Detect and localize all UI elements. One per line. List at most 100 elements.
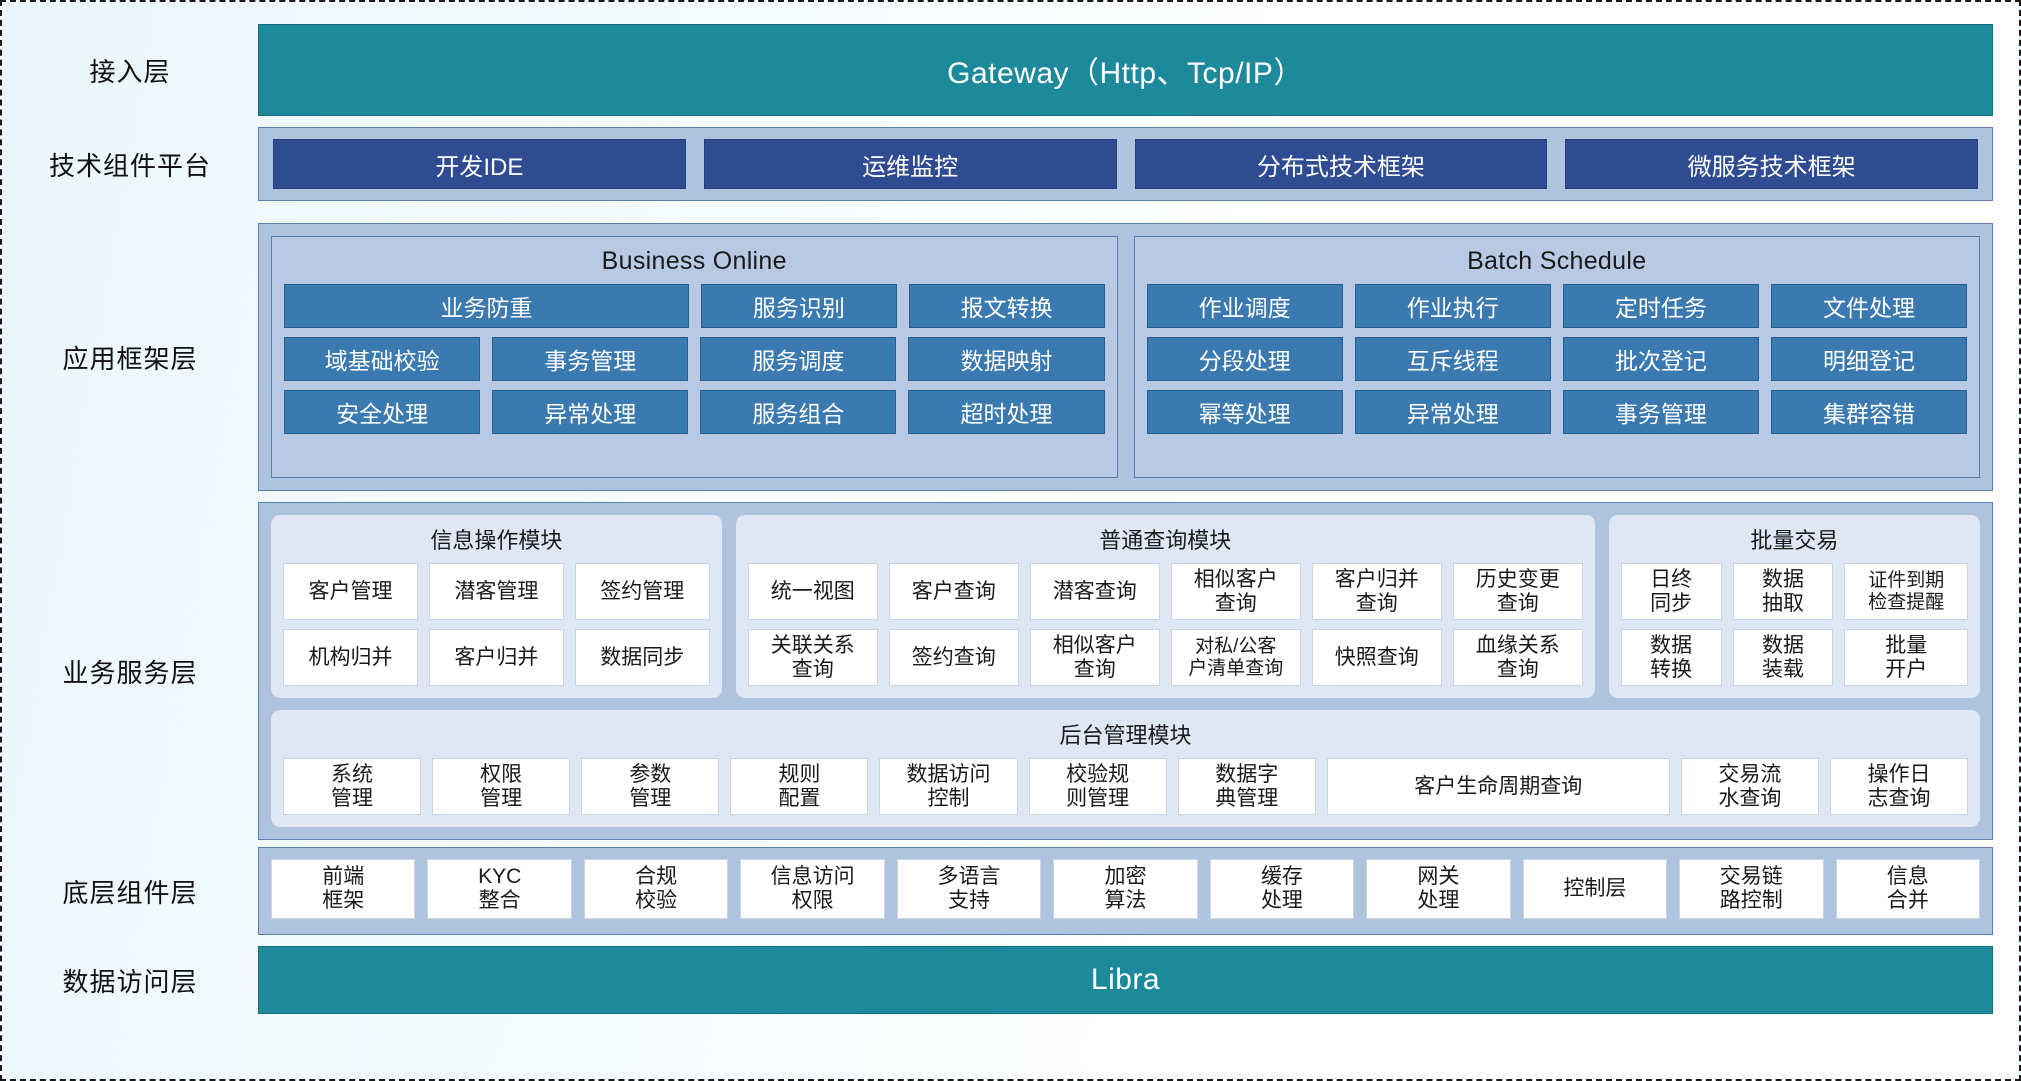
chip-data-mapping[interactable]: 数据映射 bbox=[908, 337, 1105, 381]
chip-customer-query[interactable]: 客户查询 bbox=[888, 563, 1019, 620]
chip-transaction-flow-query[interactable]: 交易流 水查询 bbox=[1680, 758, 1819, 815]
chip-file-processing[interactable]: 文件处理 bbox=[1770, 284, 1967, 328]
chip-org-merge[interactable]: 机构归并 bbox=[283, 629, 418, 686]
chip-customer-merge-query[interactable]: 客户归并 查询 bbox=[1311, 563, 1442, 620]
chip-customer-lifecycle-query[interactable]: 客户生命周期查询 bbox=[1326, 758, 1670, 815]
chip-business-dedupe[interactable]: 业务防重 bbox=[284, 284, 689, 328]
chip-segment-processing[interactable]: 分段处理 bbox=[1146, 337, 1343, 381]
chip-service-identify[interactable]: 服务识别 bbox=[701, 284, 897, 328]
chip-data-dictionary-management[interactable]: 数据字 典管理 bbox=[1177, 758, 1316, 815]
chip-data-sync[interactable]: 数据同步 bbox=[574, 629, 710, 686]
access-layer-body: Gateway（Http、Tcp/IP） bbox=[258, 24, 2019, 116]
chip-mutex-thread[interactable]: 互斥线程 bbox=[1354, 337, 1551, 381]
chip-id-expiry-reminder[interactable]: 证件到期 检查提醒 bbox=[1844, 563, 1968, 620]
admin-module-row: 系统 管理 权限 管理 参数 管理 规则 配置 数据访问 控制 校验规 则管理 … bbox=[283, 758, 1969, 815]
chip-detail-registration[interactable]: 明细登记 bbox=[1770, 337, 1967, 381]
chip-transaction-management[interactable]: 事务管理 bbox=[492, 337, 689, 381]
business-online-row-1: 业务防重 服务识别 报文转换 bbox=[284, 284, 1105, 328]
chip-customer-management[interactable]: 客户管理 bbox=[283, 563, 418, 620]
chip-relationship-query[interactable]: 关联关系 查询 bbox=[747, 629, 878, 686]
chip-cache-processing[interactable]: 缓存 处理 bbox=[1209, 859, 1355, 919]
chip-service-dispatch[interactable]: 服务调度 bbox=[700, 337, 897, 381]
data-layer-row: 数据访问层 Libra bbox=[2, 946, 2019, 1014]
libra-bar[interactable]: Libra bbox=[258, 946, 1993, 1014]
chip-system-management[interactable]: 系统 管理 bbox=[283, 758, 422, 815]
chip-contract-management[interactable]: 签约管理 bbox=[574, 563, 710, 620]
chip-service-composition[interactable]: 服务组合 bbox=[700, 390, 897, 434]
chip-similar-customer-query-1[interactable]: 相似客户 查询 bbox=[1170, 563, 1301, 620]
chip-operation-log-query[interactable]: 操作日 志查询 bbox=[1829, 758, 1969, 815]
chip-lineage-relation-query[interactable]: 血缘关系 查询 bbox=[1452, 629, 1583, 686]
chip-exception-processing-bs[interactable]: 异常处理 bbox=[1354, 390, 1551, 434]
chip-exception-processing-bo[interactable]: 异常处理 bbox=[492, 390, 689, 434]
card-admin-module: 后台管理模块 系统 管理 权限 管理 参数 管理 规则 配置 数据访问 控制 校… bbox=[271, 710, 1980, 827]
chip-permission-management[interactable]: 权限 管理 bbox=[432, 758, 571, 815]
business-service-band: 信息操作模块 客户管理 潜客管理 签约管理 机构归并 客户归并 数据同步 bbox=[258, 502, 1993, 840]
chip-rule-configuration[interactable]: 规则 配置 bbox=[730, 758, 869, 815]
batch-transaction-grid: 日终 同步 数据 抽取 证件到期 检查提醒 数据 转换 数据 装载 批量 开户 bbox=[1620, 563, 1968, 686]
chip-prospect-query[interactable]: 潜客查询 bbox=[1029, 563, 1160, 620]
general-query-grid: 统一视图 客户查询 潜客查询 相似客户 查询 客户归并 查询 历史变更 查询 关… bbox=[747, 563, 1583, 686]
chip-unified-view[interactable]: 统一视图 bbox=[747, 563, 878, 620]
tech-platform-row: 技术组件平台 开发IDE 运维监控 分布式技术框架 微服务技术框架 bbox=[2, 127, 2019, 201]
layer-label-access: 接入层 bbox=[89, 56, 171, 87]
chip-timeout-processing[interactable]: 超时处理 bbox=[908, 390, 1105, 434]
chip-encryption-algorithm[interactable]: 加密 算法 bbox=[1053, 859, 1198, 919]
app-framework-row: 应用框架层 Business Online 业务防重 服务识别 报文转换 域基础… bbox=[2, 223, 2019, 491]
tech-chip-microservice-framework[interactable]: 微服务技术框架 bbox=[1565, 139, 1978, 189]
chip-frontend-framework[interactable]: 前端 框架 bbox=[271, 859, 416, 919]
chip-data-extract[interactable]: 数据 抽取 bbox=[1732, 563, 1834, 620]
chip-job-execute[interactable]: 作业执行 bbox=[1354, 284, 1551, 328]
layer-label-tech-platform: 技术组件平台 bbox=[48, 150, 211, 181]
tech-chip-dev-ide[interactable]: 开发IDE bbox=[273, 139, 686, 189]
chip-parameter-management[interactable]: 参数 管理 bbox=[581, 758, 720, 815]
spacer bbox=[2, 201, 2019, 223]
chip-multilanguage-support[interactable]: 多语言 支持 bbox=[896, 859, 1042, 919]
layer-label-app-framework: 应用框架层 bbox=[62, 343, 198, 374]
chip-prospect-management[interactable]: 潜客管理 bbox=[428, 563, 564, 620]
chip-control-layer[interactable]: 控制层 bbox=[1522, 859, 1668, 919]
group-batch-schedule: Batch Schedule 作业调度 作业执行 定时任务 文件处理 分段处理 … bbox=[1133, 236, 1980, 478]
tech-platform-body: 开发IDE 运维监控 分布式技术框架 微服务技术框架 bbox=[258, 127, 2019, 201]
chip-snapshot-query[interactable]: 快照查询 bbox=[1311, 629, 1442, 686]
chip-info-merge[interactable]: 信息 合并 bbox=[1835, 859, 1980, 919]
chip-data-load[interactable]: 数据 装载 bbox=[1732, 629, 1834, 686]
chip-security-processing[interactable]: 安全处理 bbox=[284, 390, 481, 434]
chip-history-change-query[interactable]: 历史变更 查询 bbox=[1452, 563, 1583, 620]
layer-label-business-service: 业务服务层 bbox=[62, 657, 198, 688]
chip-job-schedule[interactable]: 作业调度 bbox=[1146, 284, 1343, 328]
chip-contract-query[interactable]: 签约查询 bbox=[888, 629, 1019, 686]
chip-cluster-fault-tolerance[interactable]: 集群容错 bbox=[1770, 390, 1967, 434]
tech-chip-distributed-framework[interactable]: 分布式技术框架 bbox=[1134, 139, 1548, 189]
chip-message-transform[interactable]: 报文转换 bbox=[908, 284, 1105, 328]
gateway-bar[interactable]: Gateway（Http、Tcp/IP） bbox=[258, 24, 1993, 116]
group-title-batch-schedule: Batch Schedule bbox=[1467, 247, 1647, 275]
chip-private-public-customer-list-query[interactable]: 对私/公客 户清单查询 bbox=[1170, 629, 1301, 686]
chip-validation-rule-management[interactable]: 校验规 则管理 bbox=[1028, 758, 1167, 815]
chip-customer-merge[interactable]: 客户归并 bbox=[428, 629, 564, 686]
chip-similar-customer-query-2[interactable]: 相似客户 查询 bbox=[1029, 629, 1160, 686]
chip-domain-base-validate[interactable]: 域基础校验 bbox=[284, 337, 481, 381]
general-query-row-1: 统一视图 客户查询 潜客查询 相似客户 查询 客户归并 查询 历史变更 查询 bbox=[747, 563, 1583, 620]
card-title-info-operation: 信息操作模块 bbox=[430, 528, 563, 553]
chip-timed-task[interactable]: 定时任务 bbox=[1562, 284, 1759, 328]
chip-transaction-chain-control[interactable]: 交易链 路控制 bbox=[1679, 859, 1824, 919]
chip-data-access-control[interactable]: 数据访问 控制 bbox=[879, 758, 1018, 815]
chip-batch-account-open[interactable]: 批量 开户 bbox=[1844, 629, 1968, 686]
chip-kyc-integration[interactable]: KYC 整合 bbox=[427, 859, 572, 919]
info-operation-row-2: 机构归并 客户归并 数据同步 bbox=[283, 629, 710, 686]
chip-transaction-management-bs[interactable]: 事务管理 bbox=[1562, 390, 1759, 434]
chip-batch-registration[interactable]: 批次登记 bbox=[1562, 337, 1759, 381]
chip-data-transform[interactable]: 数据 转换 bbox=[1620, 629, 1722, 686]
chip-gateway-processing[interactable]: 网关 处理 bbox=[1366, 859, 1511, 919]
tech-chip-ops-monitor[interactable]: 运维监控 bbox=[703, 139, 1117, 189]
business-service-row: 业务服务层 信息操作模块 客户管理 潜客管理 签约管理 bbox=[2, 502, 2019, 840]
chip-compliance-check[interactable]: 合规 校验 bbox=[583, 859, 729, 919]
card-batch-transaction: 批量交易 日终 同步 数据 抽取 证件到期 检查提醒 数据 转换 数据 装载 批… bbox=[1608, 515, 1980, 698]
chip-info-access-permission[interactable]: 信息访问 权限 bbox=[740, 859, 885, 919]
chip-eod-sync[interactable]: 日终 同步 bbox=[1620, 563, 1722, 620]
component-layer-band: 前端 框架 KYC 整合 合规 校验 信息访问 权限 多语言 支持 加密 算法 … bbox=[258, 847, 1993, 935]
batch-schedule-row-1: 作业调度 作业执行 定时任务 文件处理 bbox=[1146, 284, 1967, 328]
chip-idempotent-processing[interactable]: 幂等处理 bbox=[1146, 390, 1343, 434]
